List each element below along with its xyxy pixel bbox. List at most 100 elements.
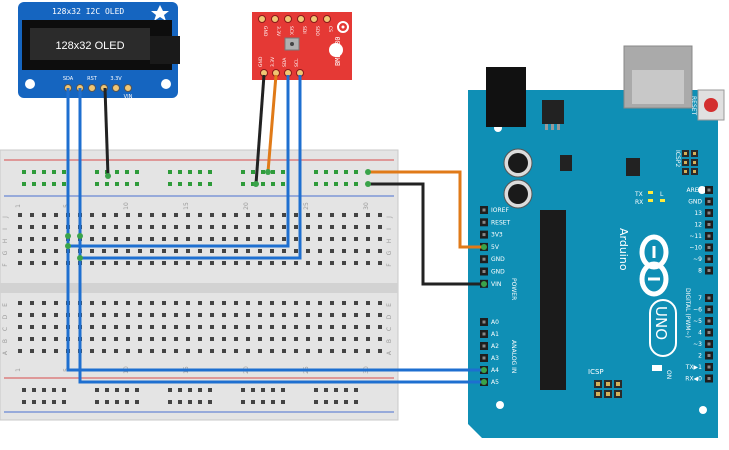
rail-hole[interactable]: [105, 400, 109, 404]
breadboard-hole[interactable]: [18, 249, 22, 253]
breadboard-hole[interactable]: [234, 301, 238, 305]
breadboard-hole[interactable]: [18, 337, 22, 341]
breadboard-hole[interactable]: [102, 349, 106, 353]
breadboard-hole[interactable]: [126, 325, 130, 329]
breadboard-hole[interactable]: [114, 337, 118, 341]
breadboard-hole[interactable]: [162, 225, 166, 229]
breadboard-hole[interactable]: [258, 261, 262, 265]
rail-hole[interactable]: [42, 388, 46, 392]
breadboard-hole[interactable]: [138, 337, 142, 341]
rail-hole[interactable]: [198, 388, 202, 392]
rail-hole[interactable]: [125, 182, 129, 186]
breadboard-hole[interactable]: [18, 261, 22, 265]
breadboard-hole[interactable]: [90, 349, 94, 353]
breadboard-hole[interactable]: [282, 325, 286, 329]
breadboard-hole[interactable]: [222, 301, 226, 305]
breadboard-hole[interactable]: [114, 313, 118, 317]
breadboard-hole[interactable]: [162, 249, 166, 253]
breadboard-hole[interactable]: [90, 301, 94, 305]
rail-hole[interactable]: [32, 388, 36, 392]
breadboard-hole[interactable]: [330, 301, 334, 305]
breadboard-hole[interactable]: [102, 313, 106, 317]
breadboard-hole[interactable]: [258, 213, 262, 217]
rail-hole[interactable]: [334, 388, 338, 392]
breadboard-hole[interactable]: [270, 301, 274, 305]
breadboard-hole[interactable]: [174, 213, 178, 217]
bme280-top-pin[interactable]: [323, 15, 331, 23]
breadboard-hole[interactable]: [210, 325, 214, 329]
breadboard-hole[interactable]: [342, 301, 346, 305]
breadboard-hole[interactable]: [282, 349, 286, 353]
breadboard-hole[interactable]: [222, 337, 226, 341]
breadboard-hole[interactable]: [150, 225, 154, 229]
breadboard-hole[interactable]: [30, 313, 34, 317]
breadboard-hole[interactable]: [330, 225, 334, 229]
breadboard-hole[interactable]: [342, 261, 346, 265]
rail-hole[interactable]: [95, 388, 99, 392]
breadboard-hole[interactable]: [150, 301, 154, 305]
breadboard-hole[interactable]: [378, 213, 382, 217]
breadboard-hole[interactable]: [234, 349, 238, 353]
rail-hole[interactable]: [125, 400, 129, 404]
rail-hole[interactable]: [188, 388, 192, 392]
breadboard-hole[interactable]: [138, 301, 142, 305]
breadboard-hole[interactable]: [54, 237, 58, 241]
bme280-top-pin[interactable]: [258, 15, 266, 23]
breadboard-hole[interactable]: [186, 349, 190, 353]
rail-hole[interactable]: [125, 388, 129, 392]
breadboard-hole[interactable]: [102, 261, 106, 265]
breadboard-hole[interactable]: [330, 313, 334, 317]
rail-hole[interactable]: [178, 182, 182, 186]
breadboard-hole[interactable]: [114, 249, 118, 253]
breadboard-hole[interactable]: [306, 237, 310, 241]
breadboard-hole[interactable]: [42, 337, 46, 341]
breadboard-hole[interactable]: [366, 301, 370, 305]
breadboard-hole[interactable]: [186, 301, 190, 305]
rail-hole[interactable]: [32, 400, 36, 404]
breadboard-hole[interactable]: [162, 325, 166, 329]
breadboard-hole[interactable]: [378, 301, 382, 305]
breadboard-hole[interactable]: [222, 225, 226, 229]
breadboard-hole[interactable]: [162, 213, 166, 217]
breadboard-hole[interactable]: [258, 349, 262, 353]
breadboard-hole[interactable]: [126, 237, 130, 241]
breadboard-hole[interactable]: [222, 249, 226, 253]
breadboard-hole[interactable]: [222, 261, 226, 265]
rail-hole[interactable]: [281, 170, 285, 174]
breadboard-hole[interactable]: [114, 349, 118, 353]
breadboard-hole[interactable]: [138, 213, 142, 217]
breadboard-hole[interactable]: [270, 225, 274, 229]
rail-hole[interactable]: [251, 388, 255, 392]
breadboard-hole[interactable]: [90, 261, 94, 265]
breadboard-hole[interactable]: [246, 301, 250, 305]
breadboard-hole[interactable]: [138, 261, 142, 265]
breadboard-hole[interactable]: [198, 301, 202, 305]
rail-hole[interactable]: [95, 170, 99, 174]
rail-hole[interactable]: [168, 170, 172, 174]
rail-hole[interactable]: [22, 182, 26, 186]
breadboard-hole[interactable]: [126, 261, 130, 265]
breadboard-hole[interactable]: [294, 301, 298, 305]
rail-hole[interactable]: [324, 400, 328, 404]
breadboard-hole[interactable]: [318, 349, 322, 353]
oled-pin[interactable]: [124, 84, 132, 92]
breadboard-hole[interactable]: [138, 225, 142, 229]
breadboard-hole[interactable]: [318, 325, 322, 329]
breadboard-hole[interactable]: [186, 261, 190, 265]
breadboard-hole[interactable]: [378, 261, 382, 265]
breadboard-hole[interactable]: [186, 325, 190, 329]
rail-hole[interactable]: [178, 400, 182, 404]
breadboard-hole[interactable]: [378, 225, 382, 229]
breadboard-hole[interactable]: [330, 261, 334, 265]
rail-hole[interactable]: [52, 388, 56, 392]
bme280-top-pin[interactable]: [284, 15, 292, 23]
rail-hole[interactable]: [115, 182, 119, 186]
breadboard-hole[interactable]: [246, 325, 250, 329]
rail-hole[interactable]: [241, 400, 245, 404]
breadboard-hole[interactable]: [186, 313, 190, 317]
breadboard-hole[interactable]: [306, 261, 310, 265]
breadboard-hole[interactable]: [102, 301, 106, 305]
breadboard-hole[interactable]: [18, 301, 22, 305]
breadboard-hole[interactable]: [150, 313, 154, 317]
breadboard-hole[interactable]: [90, 325, 94, 329]
